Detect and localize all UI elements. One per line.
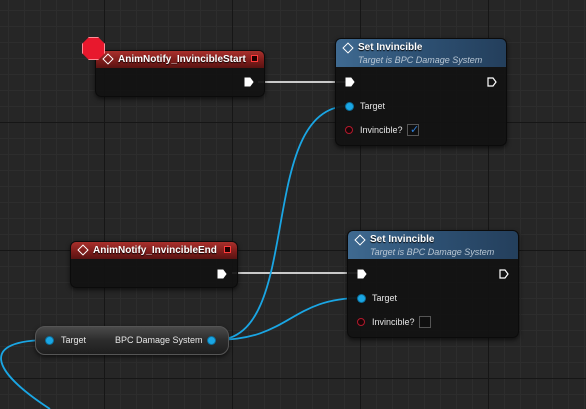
target-pin[interactable] <box>358 295 365 302</box>
invincible-bool-pin[interactable] <box>357 318 365 326</box>
node-header[interactable]: AnimNotify_InvincibleStart <box>96 51 264 68</box>
invincible-checkbox[interactable]: ✓ <box>407 124 419 136</box>
target-label: Target <box>372 293 398 303</box>
node-subtitle: Target is BPC Damage System <box>358 55 483 65</box>
function-diamond-icon <box>354 234 366 246</box>
exec-out-pin[interactable] <box>244 77 254 87</box>
node-title: AnimNotify_InvincibleEnd <box>93 245 217 256</box>
node-header[interactable]: Set Invincible Target is BPC Damage Syst… <box>348 231 518 259</box>
node-header[interactable]: Set Invincible Target is BPC Damage Syst… <box>336 39 506 67</box>
invincible-bool-pin[interactable] <box>345 126 353 134</box>
getter-output-label: BPC Damage System <box>115 335 203 345</box>
exec-out-pin[interactable] <box>217 269 227 279</box>
target-input-pin[interactable] <box>46 337 53 344</box>
checkmark-icon: ✓ <box>410 124 420 136</box>
breakpoint-icon[interactable] <box>82 37 105 60</box>
invincible-label: Invincible? <box>360 125 403 135</box>
exec-out-pin[interactable] <box>487 77 497 87</box>
invincible-checkbox[interactable] <box>419 316 431 328</box>
set-invincible-node-2[interactable]: Set Invincible Target is BPC Damage Syst… <box>347 230 519 338</box>
node-title: Set Invincible <box>370 234 435 245</box>
object-wire-offscreen-in <box>0 339 51 409</box>
event-diamond-icon <box>102 53 114 65</box>
set-invincible-node-1[interactable]: Set Invincible Target is BPC Damage Syst… <box>335 38 507 146</box>
event-diamond-icon <box>77 244 89 256</box>
delegate-pin-icon[interactable] <box>224 246 231 253</box>
getter-target-label: Target <box>61 335 87 345</box>
object-wire-to-set1-target <box>215 105 350 341</box>
node-header[interactable]: AnimNotify_InvincibleEnd <box>71 242 237 259</box>
exec-out-pin[interactable] <box>499 269 509 279</box>
anim-notify-invincible-start-node[interactable]: AnimNotify_InvincibleStart <box>95 50 265 97</box>
invincible-label: Invincible? <box>372 317 415 327</box>
node-title: AnimNotify_InvincibleStart <box>118 54 246 65</box>
exec-in-pin[interactable] <box>357 269 367 279</box>
anim-notify-invincible-end-node[interactable]: AnimNotify_InvincibleEnd <box>70 241 238 288</box>
function-diamond-icon <box>342 42 354 54</box>
bpc-damage-system-output-pin[interactable] <box>208 337 215 344</box>
target-pin[interactable] <box>346 103 353 110</box>
exec-in-pin[interactable] <box>345 77 355 87</box>
bpc-damage-system-getter-node[interactable]: Target BPC Damage System <box>35 326 229 355</box>
delegate-pin-icon[interactable] <box>251 55 258 62</box>
node-title: Set Invincible <box>358 42 423 53</box>
node-subtitle: Target is BPC Damage System <box>370 247 495 257</box>
target-label: Target <box>360 101 386 111</box>
object-wire-to-set2-target <box>215 297 362 341</box>
